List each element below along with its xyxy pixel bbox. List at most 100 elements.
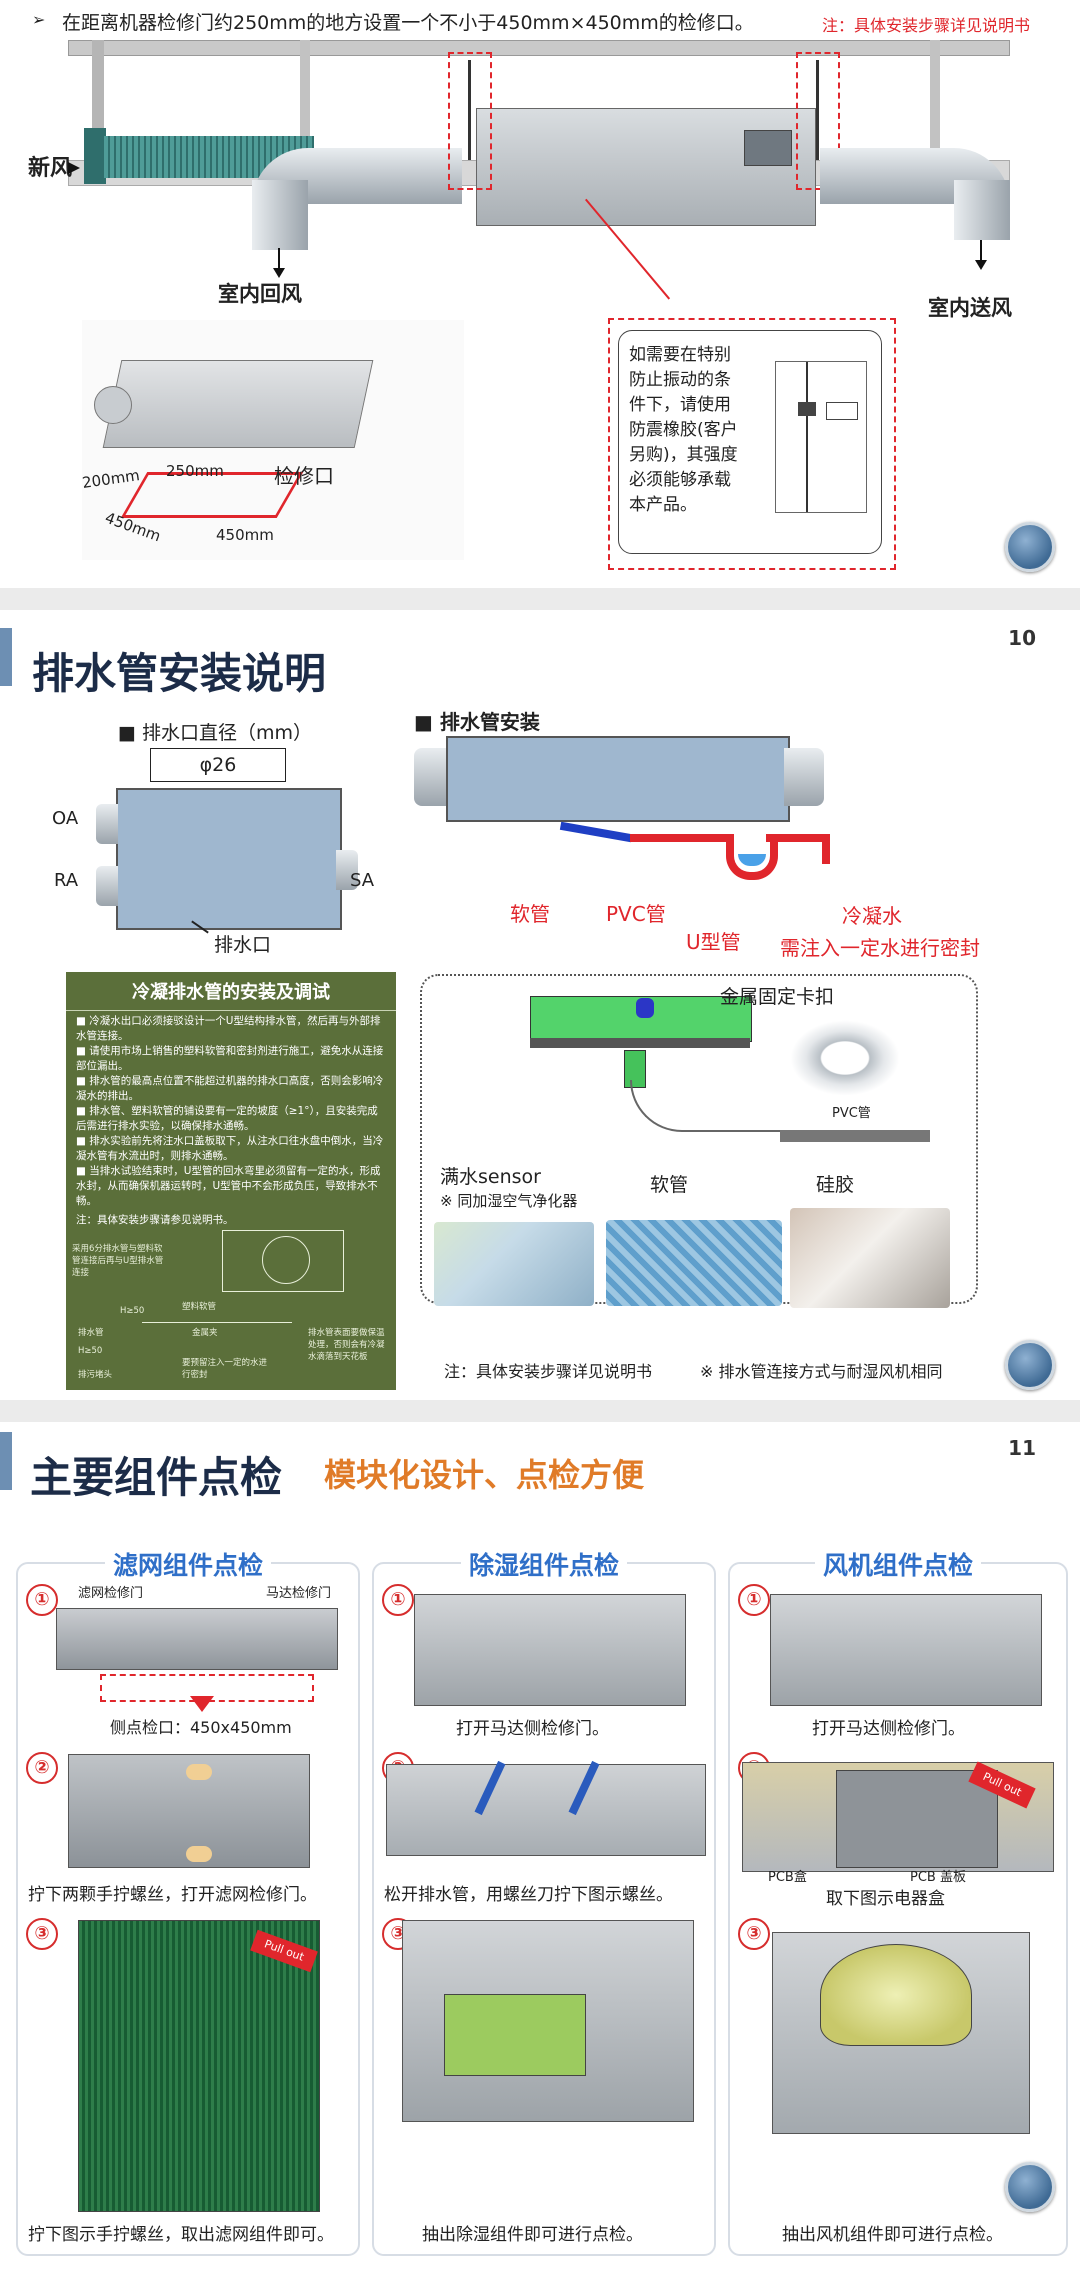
step-3-icon: ③ [26,1918,58,1950]
install-duct-left [414,748,450,806]
install-label: ■ 排水管安装 [414,710,540,734]
drain-diameter-box: φ26 [150,748,286,782]
hose-clamp-photo [790,1020,900,1096]
panel-title: 除湿组件点检 [460,1551,627,1580]
sketch-label: 要预留注入一定的水进行密封 [182,1358,268,1380]
caption-step2: 取下图示电器盒 [826,1889,945,1909]
title-accent-bar [0,628,12,686]
soft-hose-photo [606,1220,782,1306]
label-silicone: 硅胶 [816,1174,855,1196]
u-pipe-segment [726,834,778,880]
label-pcb-box: PCB盒 [768,1870,807,1885]
supply-air-duct-vertical [954,180,1010,240]
pvc-pipe-down [822,834,830,864]
label-sa: SA [350,870,375,891]
label-soft-pipe: 软管 [510,902,550,926]
manual-note: 注：具体安装步骤详见说明书 [822,16,1031,35]
hanging-rod [816,60,819,160]
vibration-callout-inner: 如需要在特别 防止振动的条 件下，请使用 防震橡胶(客户 另购)，其强度 必须能… [618,330,882,554]
panel-title: 风机组件点检 [814,1551,981,1580]
detail-frame [530,1038,750,1048]
ceiling-beam-top [68,40,1010,56]
callout-text-block: 如需要在特别 防止振动的条 件下，请使用 防震橡胶(客户 另购)，其强度 必须能… [629,343,738,518]
panel-header: 滤网组件点检 [18,1546,358,1582]
label-condensate: 冷凝水 [842,904,902,928]
callout-line: 必须能够承载 [629,470,731,490]
vibration-callout-box [608,318,896,570]
step-1-icon: ① [382,1584,414,1616]
return-air-duct-vertical [252,180,308,250]
fresh-air-inlet-cap [84,128,106,184]
dehumidifier-module [444,1994,586,2076]
callout-line: 另购)，其强度 [629,445,738,465]
dehumidifier-unit-image [414,1594,686,1706]
access-port-diagram: 200mm 250mm 450mm 450mm 检修口 [81,320,464,560]
sketch-label: 排水管表面要做保温处理，否则会有冷凝水滴落到天花板 [308,1328,385,1362]
page-number: 10 [1008,626,1036,650]
sketch-label: 排水管 [78,1328,104,1338]
footnote-right: ※ 排水管连接方式与耐湿风机相同 [700,1362,943,1381]
ceiling-post [930,40,940,160]
label-oa: OA [52,808,79,829]
panel-dehumidifier: 除湿组件点检 ① 打开马达侧检修门。 ② 松开排水管，用螺丝刀拧下图示螺丝。 ③… [372,1551,716,2256]
page-subtitle: 模块化设计、点检方便 [324,1456,645,1494]
footnote-left: 注：具体安装步骤详见说明书 [444,1362,653,1381]
callout-line: 如需要在特别 [629,345,731,365]
pvc-pipe-segment [630,834,730,842]
step-1-icon: ① [26,1584,58,1616]
ventilation-unit [476,108,816,226]
fresh-air-arrow-icon [68,162,80,174]
step-3-icon: ③ [738,1918,770,1950]
label-motor-door: 马达检修门 [266,1586,332,1601]
slide-installation-access: ➢ 在距离机器检修门约250mm的地方设置一个不小于450mm×450mm的检修… [0,0,1080,588]
label-indoor-return: 室内回风 [218,282,302,306]
port-oa [96,804,118,844]
guide-item: ■ 排水管、塑料软管的铺设要有一定的坡度（≥1°），且安装完成后需进行排水实验，… [76,1105,378,1132]
return-arrow-head-icon [273,268,285,278]
guide-note: 注：具体安装步骤请参见说明书。 [76,1214,234,1226]
sketch-arrow-icon [826,402,858,420]
sensor-photo [434,1222,594,1306]
sketch-pipe [142,1322,292,1323]
unit-panel-window [744,130,792,166]
callout-line: 防止振动的条 [629,370,731,390]
slide-drain-pipe: 排水管安装说明 10 ■ 排水口直径（mm） φ26 OA RA SA 排水口 … [0,610,1080,1400]
caption-step1: 侧点检口：450x450mm [110,1718,292,1737]
return-arrow-icon [278,248,280,270]
slide-logo-icon [1005,522,1055,572]
label-pvc-small: PVC管 [832,1106,871,1121]
hand-icon [186,1764,212,1780]
unit-side-view [446,736,790,822]
guide-items: ■ 冷凝水出口必须接驳设计一个U型结构排水管，然后再与外部排水管连接。 ■ 请使… [76,1014,386,1228]
ceiling-post [300,40,310,160]
sketch-label: H≥50 [78,1346,103,1356]
supply-arrow-icon [980,240,982,262]
slide-logo-icon [1005,1340,1055,1390]
access-port-instruction: 在距离机器检修门约250mm的地方设置一个不小于450mm×450mm的检修口。 [62,12,754,34]
drain-pipe-image [386,1764,706,1856]
caption-step2: 拧下两颗手拧螺丝，打开滤网检修门。 [28,1885,317,1905]
dim-250mm: 250mm [166,462,224,480]
slide-logo-icon [1005,2162,1055,2212]
caption-step1: 打开马达侧检修门。 [456,1719,609,1739]
panel-fan: 风机组件点检 ① 打开马达侧检修门。 ② Pull out PCB盒 PCB 盖… [728,1551,1068,2256]
fan-module [820,1944,972,2046]
inset-duct-circle [94,386,132,424]
guide-title: 冷凝排水管的安装及调试 [66,978,396,1011]
label-full-water-sensor: 满水sensor [440,1166,541,1188]
sketch-rubber [798,402,816,416]
label-pvc-pipe: PVC管 [606,902,666,926]
callout-line: 件下，请使用 [629,395,731,415]
u-pipe-water [738,854,766,866]
down-arrow-icon [190,1696,214,1712]
detail-blue-part [636,998,654,1018]
sketch-label: 塑料软管 [182,1302,217,1312]
filter-unit-image [56,1608,338,1670]
hanging-rod [468,60,471,160]
guide-item: ■ 排水实验前先将注水口盖板取下，从注水口往水盘中倒水，当冷凝水管有水流出时，则… [76,1135,384,1162]
sketch-label: 金属夹 [192,1328,218,1338]
label-u-pipe: U型管 [686,930,741,954]
label-indoor-supply: 室内送风 [928,296,1012,320]
guide-item: ■ 请使用市场上销售的塑料软管和密封剂进行施工，避免水从连接部位漏出。 [76,1045,384,1072]
sketch-label: 采用6分排水管与塑料软管连接后再与U型排水管连接 [72,1244,164,1278]
